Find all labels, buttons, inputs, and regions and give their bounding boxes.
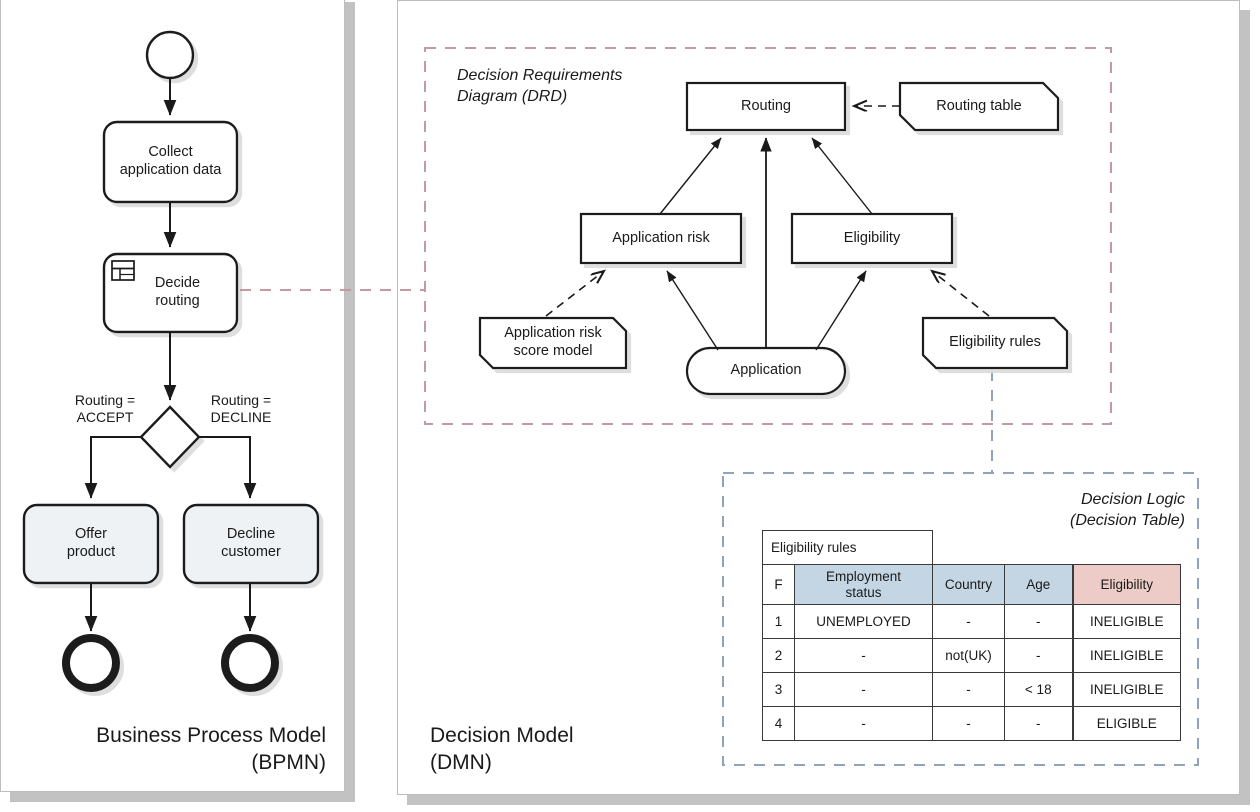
table-row: 2 - not(UK) - INELIGIBLE — [762, 638, 1181, 673]
table-row: 4 - - - ELIGIBLE — [762, 706, 1181, 741]
decision-table: Eligibility rules F Employment status Co… — [762, 530, 1181, 741]
drd-knowledge-source-risk-model-label: Application risk score model — [504, 325, 602, 359]
drd-region-caption: Decision Requirements Diagram (DRD) — [457, 67, 623, 105]
bpmn-task-offer-label: Offer product — [66, 526, 116, 560]
drd-decision-application-risk-label: Application risk — [612, 229, 710, 246]
hit-policy-cell: F — [762, 564, 795, 605]
flow-label-accept: Routing = ACCEPT — [74, 392, 136, 426]
table-name-cell: Eligibility rules — [762, 530, 933, 565]
bpmn-task-collect-label: Collect application data — [119, 144, 222, 178]
table-name-spacer-1 — [933, 531, 1005, 565]
header-employment-status: Employment status — [794, 564, 933, 605]
cell-employment-status: - — [794, 672, 933, 707]
flow-label-decline: Routing = DECLINE — [210, 392, 272, 426]
cell-age: - — [1004, 604, 1073, 639]
cell-age: - — [1004, 638, 1073, 673]
drd-decision-routing-label: Routing — [741, 97, 791, 114]
rule-number: 2 — [762, 638, 795, 673]
cell-employment-status: UNEMPLOYED — [794, 604, 933, 639]
cell-age: - — [1004, 706, 1073, 741]
bpmn-task-decline-label: Decline customer — [221, 526, 281, 560]
header-age: Age — [1004, 564, 1073, 605]
table-row: 1 UNEMPLOYED - - INELIGIBLE — [762, 604, 1181, 639]
table-name-spacer-2 — [1005, 531, 1073, 565]
cell-country: - — [932, 672, 1005, 707]
cell-eligibility: INELIGIBLE — [1071, 604, 1181, 639]
cell-eligibility: ELIGIBLE — [1071, 706, 1181, 741]
table-header-row: F Employment status Country Age Eligibil… — [762, 564, 1181, 605]
cell-country: not(UK) — [932, 638, 1005, 673]
drd-decision-eligibility-label: Eligibility — [843, 229, 901, 246]
cell-eligibility: INELIGIBLE — [1071, 638, 1181, 673]
header-eligibility: Eligibility — [1071, 564, 1181, 605]
cell-eligibility: INELIGIBLE — [1071, 672, 1181, 707]
decision-logic-caption: Decision Logic (Decision Table) — [1069, 491, 1185, 529]
table-row: 3 - - < 18 INELIGIBLE — [762, 672, 1181, 707]
drd-input-data-application-label: Application — [730, 362, 802, 379]
header-country: Country — [932, 564, 1005, 605]
drd-knowledge-source-routing-table-label: Routing table — [936, 97, 1022, 114]
bpmn-panel-title: Business Process Model (BPMN) — [96, 724, 326, 775]
cell-employment-status: - — [794, 638, 933, 673]
cell-employment-status: - — [794, 706, 933, 741]
drd-knowledge-source-eligibility-rules-label: Eligibility rules — [949, 334, 1041, 351]
cell-country: - — [932, 604, 1005, 639]
rule-number: 3 — [762, 672, 795, 707]
rule-number: 1 — [762, 604, 795, 639]
dmn-panel-title: Decision Model (DMN) — [430, 724, 574, 775]
rule-number: 4 — [762, 706, 795, 741]
cell-country: - — [932, 706, 1005, 741]
bpmn-task-decide-label: Decide routing — [154, 275, 201, 309]
table-name-spacer-3 — [1073, 531, 1181, 565]
table-name-row: Eligibility rules — [762, 530, 1181, 565]
cell-age: < 18 — [1004, 672, 1073, 707]
